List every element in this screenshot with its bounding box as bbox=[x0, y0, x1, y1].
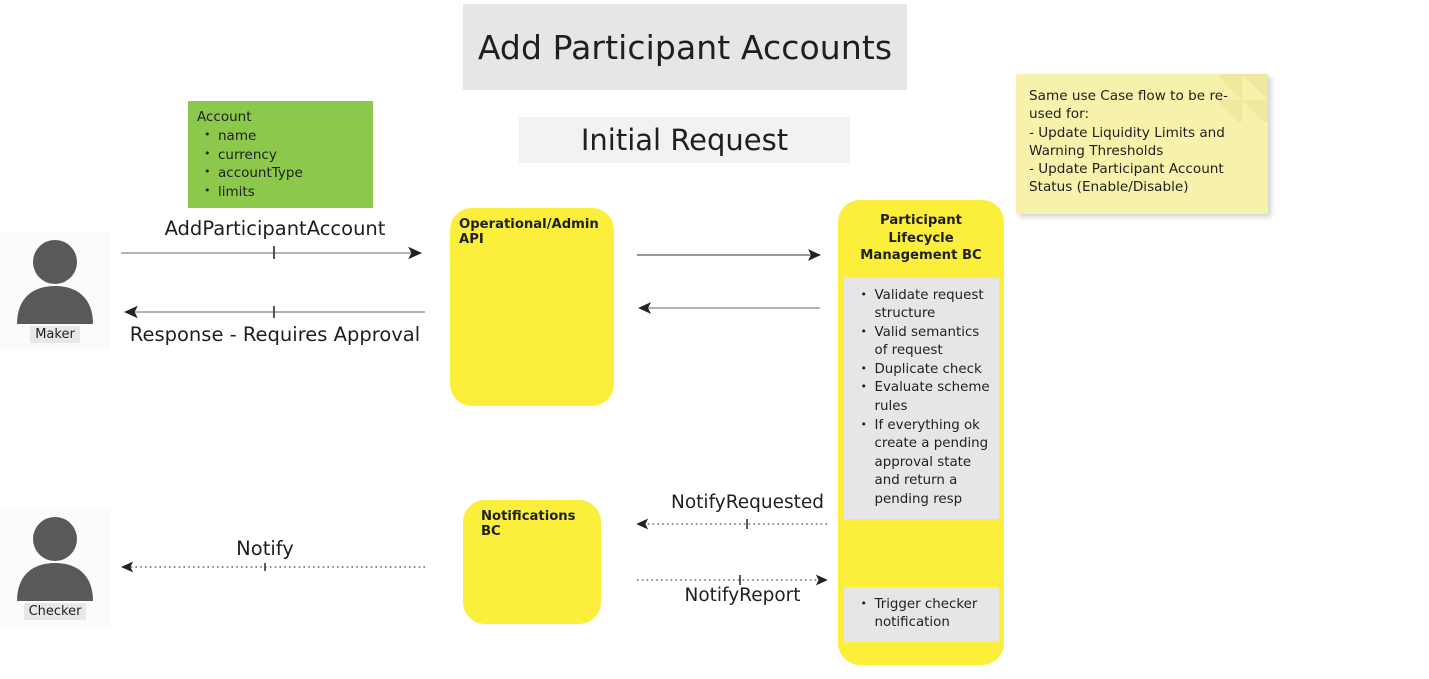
actor-checker: Checker bbox=[0, 509, 110, 627]
flow-arrow-add-participant-account bbox=[121, 246, 422, 260]
flow-label-notify: Notify bbox=[236, 537, 294, 560]
list-item: currency bbox=[204, 145, 373, 165]
flow-label-add-participant-account: AddParticipantAccount bbox=[164, 217, 386, 240]
actor-maker: Maker bbox=[0, 232, 110, 350]
list-item: If everything ok create a pending approv… bbox=[861, 416, 993, 510]
flow-arrow-notify-report bbox=[637, 574, 828, 586]
component-title: Operational/Admin API bbox=[459, 217, 599, 247]
list-item: Validate request structure bbox=[861, 285, 993, 324]
list-item: Trigger checker notification bbox=[861, 595, 993, 633]
component-participant-lifecycle-management-bc: Participant Lifecycle Management BC Vali… bbox=[838, 200, 1004, 665]
account-field-list: name currency accountType limits bbox=[188, 126, 373, 202]
actor-label: Maker bbox=[30, 326, 80, 343]
plm-notification-panel: Trigger checker notification bbox=[843, 586, 999, 642]
list-item: Evaluate scheme rules bbox=[861, 378, 993, 416]
person-icon bbox=[17, 240, 93, 324]
list-item: name bbox=[204, 126, 373, 146]
plm-steps-list: Validate request structure Valid semanti… bbox=[844, 285, 993, 510]
account-card-header: Account bbox=[197, 109, 252, 125]
account-card: Account name currency accountType limits bbox=[188, 101, 373, 208]
flow-arrow-response-requires-approval bbox=[124, 305, 425, 319]
list-item: limits bbox=[204, 182, 373, 202]
component-title: Notifications BC bbox=[481, 509, 576, 539]
list-item: accountType bbox=[204, 163, 373, 183]
page-subtitle: Initial Request bbox=[519, 117, 850, 163]
actor-label: Checker bbox=[23, 603, 87, 620]
plm-notification-list: Trigger checker notification bbox=[844, 595, 993, 633]
flow-label-response-requires-approval: Response - Requires Approval bbox=[129, 323, 421, 346]
sticky-note: Same use Case flow to be re-used for: - … bbox=[1016, 74, 1268, 214]
sticky-note-text: Same use Case flow to be re-used for: - … bbox=[1029, 88, 1229, 196]
list-item: Valid semantics of request bbox=[861, 323, 993, 361]
flow-label-notify-requested: NotifyRequested bbox=[671, 492, 824, 513]
plm-steps-panel: Validate request structure Valid semanti… bbox=[843, 277, 999, 519]
page-title: Add Participant Accounts bbox=[463, 4, 907, 90]
component-title: Participant Lifecycle Management BC bbox=[860, 213, 982, 263]
flow-label-notify-report: NotifyReport bbox=[684, 585, 801, 606]
component-notifications-bc: Notifications BC bbox=[463, 500, 601, 624]
list-item: Duplicate check bbox=[861, 360, 993, 380]
flow-arrow-notify-requested bbox=[636, 518, 827, 530]
component-operational-admin-api: Operational/Admin API bbox=[450, 208, 614, 406]
person-icon bbox=[17, 517, 93, 601]
flow-arrow-notify bbox=[121, 561, 425, 573]
